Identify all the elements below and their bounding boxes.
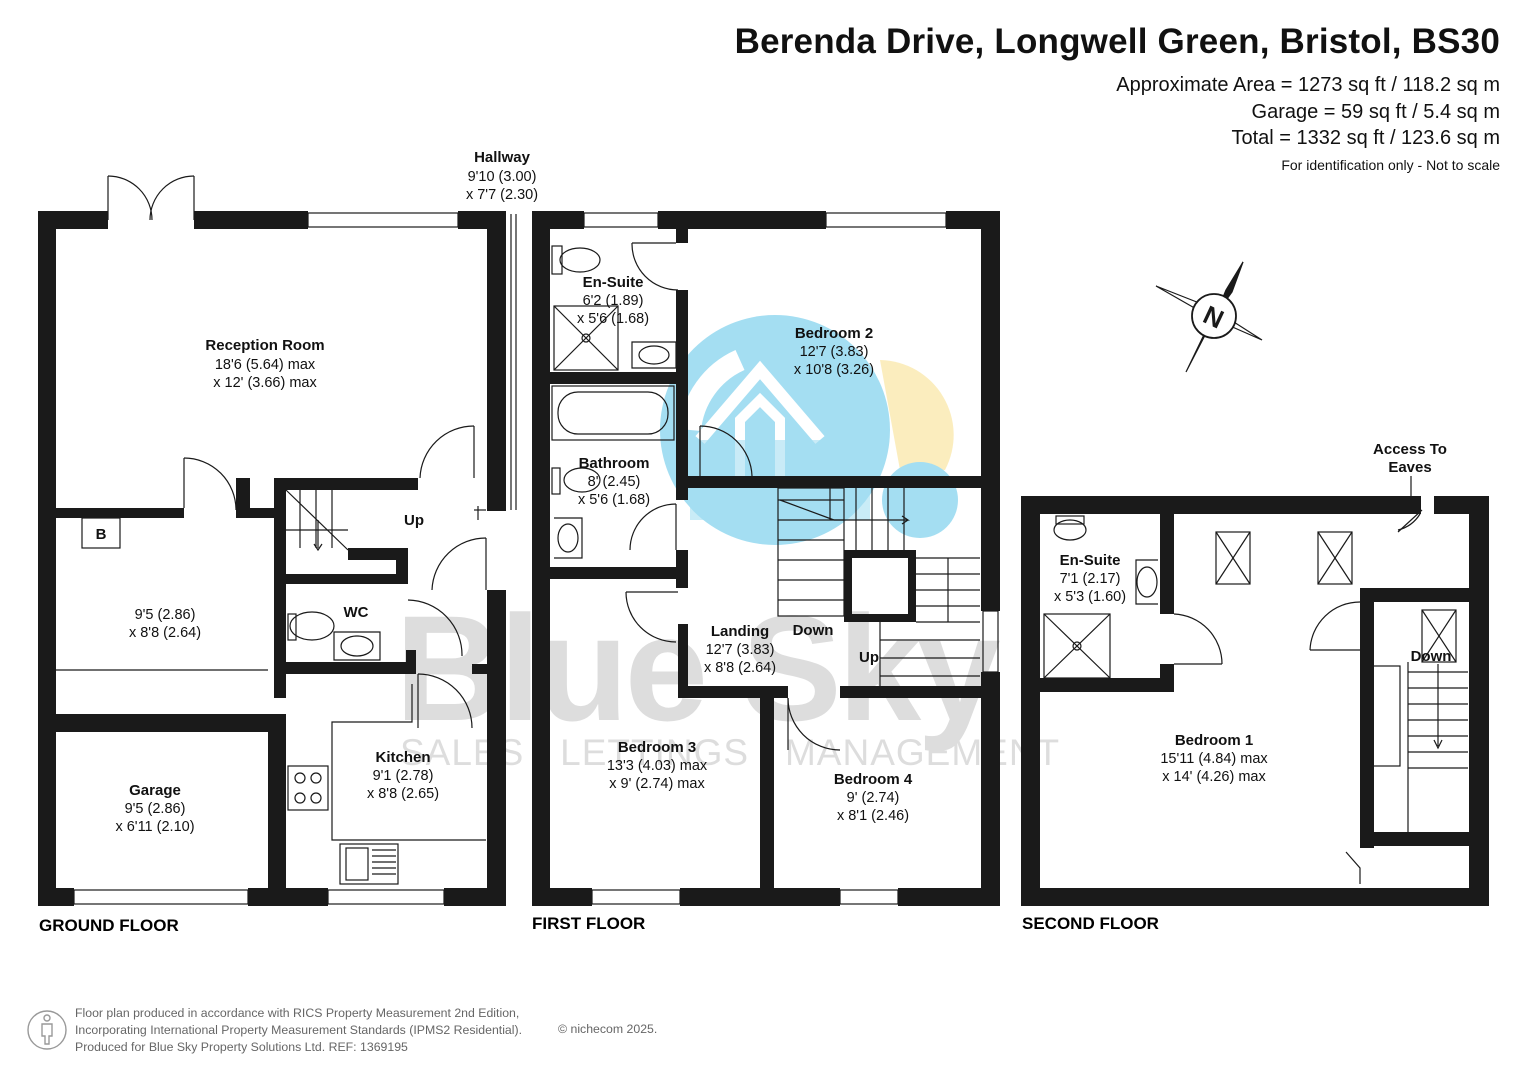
first-stairs-down: Down bbox=[793, 622, 834, 639]
hallway-dim1: 9'10 (3.00) bbox=[468, 169, 537, 185]
bedroom4-dim1: 9' (2.74) bbox=[847, 790, 900, 806]
landing-dim2: x 8'8 (2.64) bbox=[704, 660, 776, 676]
ground-floor-label: GROUND FLOOR bbox=[39, 916, 179, 935]
first-floor-doors bbox=[625, 242, 841, 751]
bedroom3-name: Bedroom 3 bbox=[618, 739, 696, 756]
bedroom2-name: Bedroom 2 bbox=[795, 325, 873, 342]
dining-dim1: 9'5 (2.86) bbox=[135, 607, 196, 623]
eaves-line2: Eaves bbox=[1388, 459, 1431, 476]
kitchen-dim2: x 8'8 (2.65) bbox=[367, 786, 439, 802]
person-icon bbox=[27, 1010, 67, 1050]
second-ensuite-dim1: 7'1 (2.17) bbox=[1060, 571, 1121, 587]
garage-dim1: 9'5 (2.86) bbox=[125, 801, 186, 817]
landing-name: Landing bbox=[711, 623, 769, 640]
footer-line-2: Incorporating International Property Mea… bbox=[75, 1023, 523, 1037]
bedroom1-dim1: 15'11 (4.84) max bbox=[1160, 751, 1268, 767]
garage-name: Garage bbox=[129, 782, 181, 799]
ground-floor-walls bbox=[38, 211, 506, 906]
wc-name: WC bbox=[344, 604, 369, 621]
bathroom-dim1: 8' (2.45) bbox=[588, 474, 641, 490]
landing-dim1: 12'7 (3.83) bbox=[706, 642, 775, 658]
garage-dim2: x 6'11 (2.10) bbox=[115, 819, 194, 835]
footer-line-3: Produced for Blue Sky Property Solutions… bbox=[75, 1040, 408, 1054]
second-floor-walls bbox=[1021, 496, 1489, 906]
first-floor-walls bbox=[532, 211, 1000, 906]
bathroom-dim2: x 5'6 (1.68) bbox=[578, 492, 650, 508]
hallway-name: Hallway bbox=[474, 149, 531, 166]
second-ensuite-dim2: x 5'3 (1.60) bbox=[1054, 589, 1126, 605]
bedroom4-name: Bedroom 4 bbox=[834, 771, 913, 788]
bedroom1-name: Bedroom 1 bbox=[1175, 732, 1253, 749]
reception-name: Reception Room bbox=[205, 337, 324, 354]
footer-line-1: Floor plan produced in accordance with R… bbox=[75, 1006, 520, 1020]
bathroom-name: Bathroom bbox=[579, 455, 650, 472]
garage-area: Garage = 59 sq ft / 5.4 sq m bbox=[1251, 101, 1500, 123]
first-ensuite-dim1: 6'2 (1.89) bbox=[583, 293, 644, 309]
first-floor-fixtures bbox=[551, 245, 980, 686]
bedroom4-dim2: x 8'1 (2.46) bbox=[837, 808, 909, 824]
first-floor-windows bbox=[533, 212, 999, 905]
bedroom1-dim2: x 14' (4.26) max bbox=[1162, 769, 1266, 785]
kitchen-name: Kitchen bbox=[375, 749, 430, 766]
ground-floor-fixtures bbox=[56, 489, 486, 885]
second-floor-label: SECOND FLOOR bbox=[1022, 914, 1159, 933]
bedroom2-dim2: x 10'8 (3.26) bbox=[794, 362, 874, 378]
copyright: © nichecom 2025. bbox=[558, 1022, 658, 1036]
second-ensuite-name: En-Suite bbox=[1060, 552, 1121, 569]
bedroom3-dim2: x 9' (2.74) max bbox=[609, 776, 705, 792]
dining-dim2: x 8'8 (2.64) bbox=[129, 625, 201, 641]
property-title: Berenda Drive, Longwell Green, Bristol, … bbox=[734, 22, 1500, 61]
boiler-label: B bbox=[96, 526, 107, 543]
eaves-line1: Access To bbox=[1373, 441, 1447, 458]
total-area: Total = 1332 sq ft / 123.6 sq m bbox=[1231, 127, 1501, 149]
footer-notes: Floor plan produced in accordance with R… bbox=[75, 1005, 522, 1056]
kitchen-dim1: 9'1 (2.78) bbox=[373, 768, 434, 784]
compass-icon: N bbox=[1155, 261, 1263, 373]
reception-dim2: x 12' (3.66) max bbox=[213, 375, 317, 391]
first-ensuite-dim2: x 5'6 (1.68) bbox=[577, 311, 649, 327]
bedroom3-dim1: 13'3 (4.03) max bbox=[607, 758, 708, 774]
ground-stairs-label: Up bbox=[404, 512, 424, 529]
ground-floor-doors bbox=[107, 175, 487, 729]
first-floor-label: FIRST FLOOR bbox=[532, 914, 645, 933]
ground-floor-windows bbox=[73, 212, 517, 905]
bedroom2-dim1: 12'7 (3.83) bbox=[800, 344, 869, 360]
scale-note: For identification only - Not to scale bbox=[1281, 157, 1500, 173]
first-ensuite-name: En-Suite bbox=[583, 274, 644, 291]
svg-text:SALES · LETTINGS · MANAGEMENT: SALES · LETTINGS · MANAGEMENT bbox=[400, 732, 1060, 773]
reception-dim1: 18'6 (5.64) max bbox=[215, 357, 316, 373]
second-floor-fixtures bbox=[1043, 476, 1468, 884]
approximate-area: Approximate Area = 1273 sq ft / 118.2 sq… bbox=[1116, 74, 1500, 96]
second-stairs-down: Down bbox=[1411, 648, 1452, 665]
hallway-dim2: x 7'7 (2.30) bbox=[466, 187, 538, 203]
first-stairs-up: Up bbox=[859, 649, 879, 666]
